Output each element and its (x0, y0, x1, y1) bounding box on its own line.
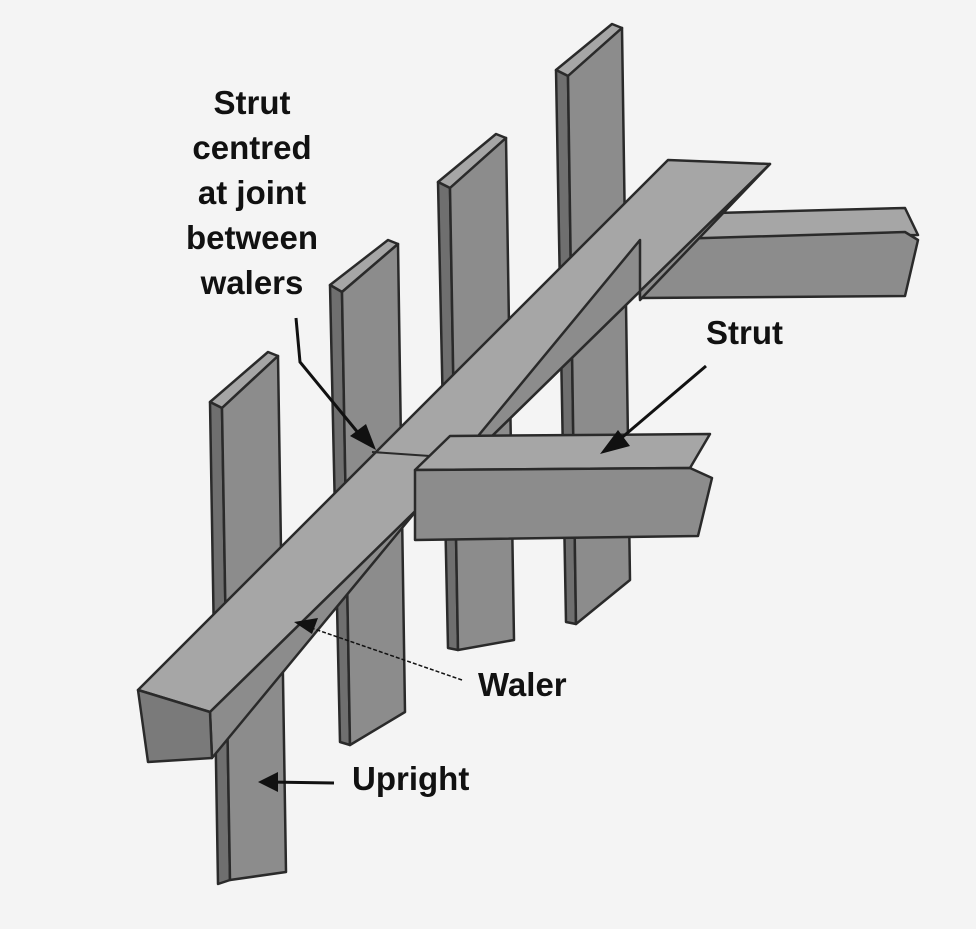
strut-joint-label-line-3: at joint (197, 174, 307, 211)
waler-arrowhead (294, 618, 318, 634)
upright-arrowhead (258, 772, 278, 792)
strut-joint-arrowhead (350, 424, 376, 450)
strut-joint-label-line-5: walers (200, 264, 304, 301)
strut-arrowhead (600, 430, 630, 454)
waler-label: Waler (478, 666, 567, 703)
strut-joint-label-line-2: centred (192, 129, 312, 166)
strut-joint-label-line-4: between (185, 219, 319, 256)
strut-lower (413, 432, 714, 542)
strut-joint-label-line-1: Strut (213, 84, 291, 121)
strut-joint-label: Strut centred at joint between walers (168, 80, 336, 305)
upright-label: Upright (352, 760, 470, 797)
strut-label: Strut (706, 314, 783, 351)
strut-arrow (611, 364, 707, 448)
waler-arrow (299, 623, 463, 681)
strut-joint-arrow (294, 317, 366, 441)
upright-arrow (267, 780, 335, 785)
